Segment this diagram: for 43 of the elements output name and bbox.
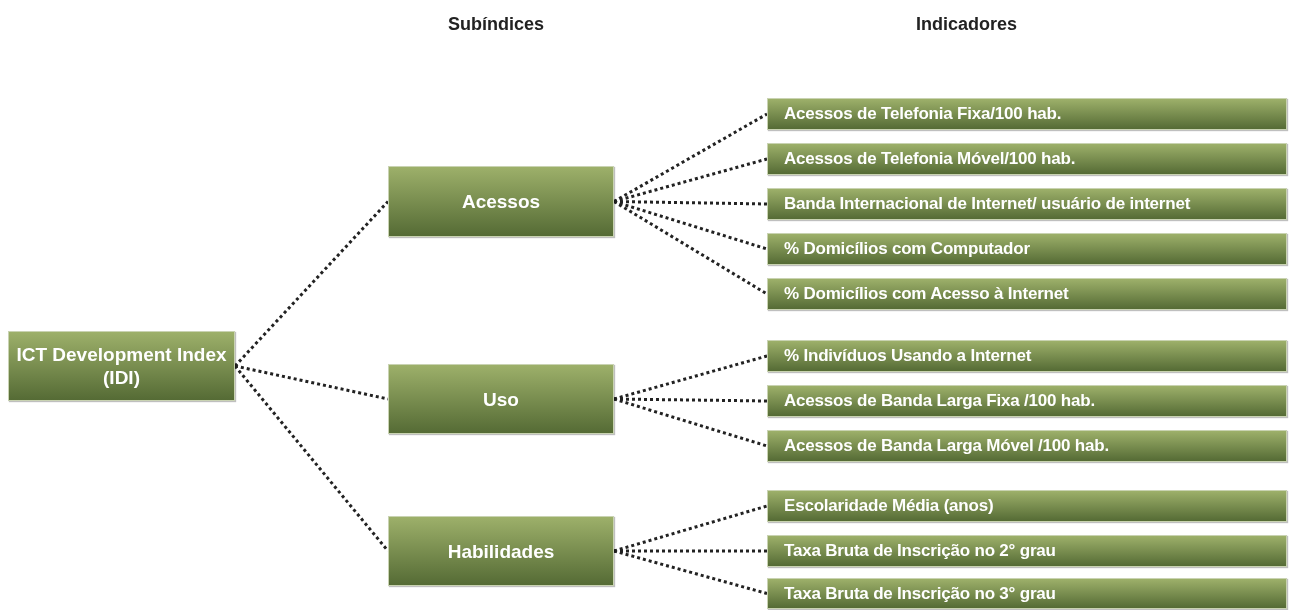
column-heading: Indicadores — [916, 14, 1018, 35]
indicator-box — [767, 385, 1287, 417]
node-label: % Domicílios com Computador — [784, 239, 1030, 259]
indicator-box — [767, 188, 1287, 220]
indicator-box — [767, 578, 1287, 609]
index-box — [388, 516, 614, 586]
dotted-connector — [613, 157, 768, 203]
dotted-connector — [613, 112, 768, 203]
node-label: ICT Development Index (IDI) — [15, 343, 228, 389]
indicator-box — [767, 233, 1287, 265]
indicator-box — [767, 535, 1287, 567]
indicator-box — [767, 278, 1287, 310]
node-label: Taxa Bruta de Inscrição no 3° grau — [784, 583, 1056, 604]
node-label: % Indivíduos Usando a Internet — [784, 346, 1032, 366]
index-box — [388, 166, 614, 237]
node-label: Taxa Bruta de Inscrição no 2° grau — [784, 541, 1056, 561]
indicator-box — [767, 143, 1287, 175]
column-heading: Subíndices — [448, 14, 545, 35]
node-label: % Domicílios com Acesso à Internet — [784, 284, 1069, 304]
node-label: Acessos de Telefonia Fixa/100 hab. — [784, 104, 1062, 124]
node-label: Uso — [483, 387, 519, 411]
dotted-connector — [613, 397, 768, 448]
dotted-connector — [613, 504, 768, 553]
node-label: Habilidades — [447, 539, 555, 563]
dotted-connector — [233, 200, 390, 368]
index-box — [388, 364, 614, 434]
dotted-connector — [233, 365, 390, 552]
indicator-box — [767, 490, 1287, 522]
node-label: Acessos de Banda Larga Fixa /100 hab. — [784, 391, 1095, 411]
dotted-connector — [613, 200, 768, 251]
node-label: Acessos de Telefonia Móvel/100 hab. — [784, 149, 1076, 169]
node-label: Acessos de Banda Larga Móvel /100 hab. — [784, 436, 1109, 456]
index-box — [8, 331, 235, 401]
dotted-connector — [613, 200, 768, 206]
dotted-connector — [613, 354, 768, 401]
node-label: Banda Internacional de Internet/ usuário de internet — [784, 194, 1191, 214]
dotted-connector — [613, 549, 768, 595]
indicator-box — [767, 430, 1287, 462]
node-label: Escolaridade Média (anos) — [784, 496, 994, 516]
indicator-box — [767, 340, 1287, 372]
indicator-box — [767, 98, 1287, 130]
dotted-connector — [613, 200, 768, 296]
node-label: Acessos — [461, 190, 541, 213]
